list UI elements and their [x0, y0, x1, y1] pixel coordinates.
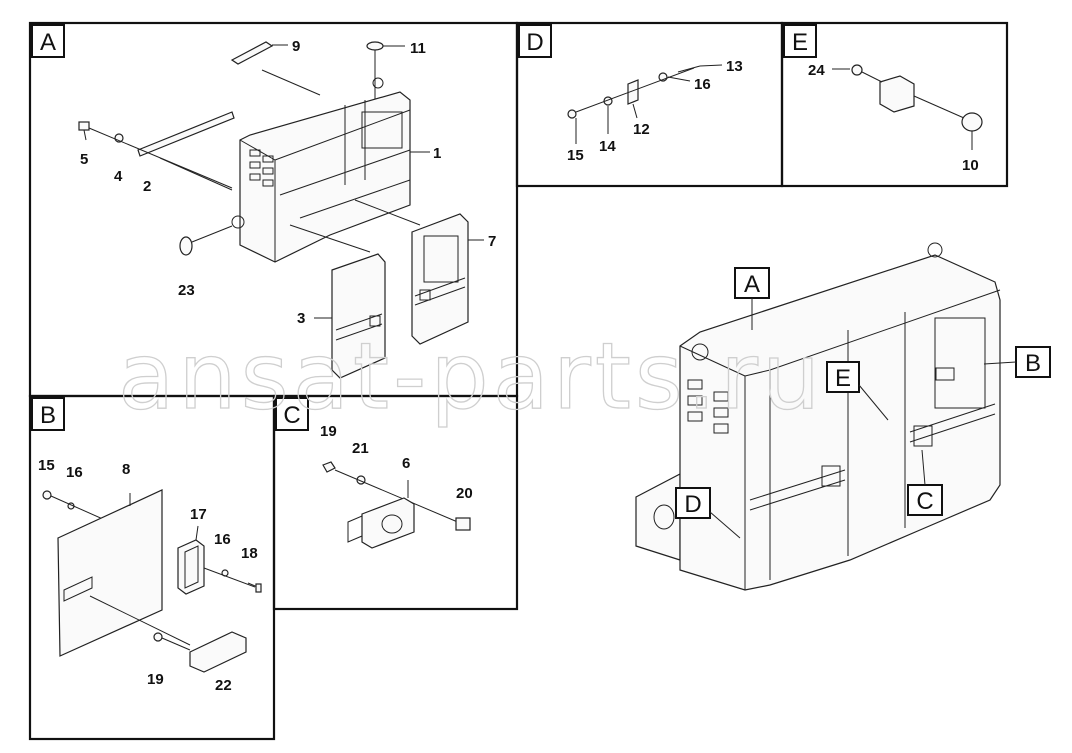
svg-text:22: 22 — [215, 677, 232, 694]
svg-text:A: A — [40, 29, 56, 56]
svg-text:11: 11 — [410, 40, 426, 57]
svg-text:18: 18 — [241, 545, 258, 562]
svg-text:23: 23 — [178, 282, 195, 299]
panel-d-drawing — [567, 64, 723, 144]
svg-text:16: 16 — [694, 76, 711, 93]
svg-text:C: C — [916, 488, 933, 515]
svg-text:6: 6 — [402, 455, 410, 472]
svg-text:A: A — [744, 271, 760, 298]
svg-text:D: D — [684, 491, 701, 518]
svg-text:16: 16 — [66, 464, 83, 481]
panel-c-callouts: 19 21 6 20 — [320, 423, 473, 502]
watermark: ansat-parts.ru — [118, 323, 824, 430]
svg-text:19: 19 — [320, 423, 337, 440]
panel-c-label: C — [275, 397, 309, 431]
svg-text:9: 9 — [292, 38, 300, 55]
panel-e-callouts: 24 10 — [808, 62, 979, 174]
overview-label-e: E — [826, 361, 889, 421]
panel-c-drawing — [322, 461, 471, 549]
svg-text:12: 12 — [633, 121, 650, 138]
svg-text:D: D — [526, 29, 543, 56]
overview-label-b: B — [983, 346, 1051, 378]
svg-text:E: E — [792, 29, 808, 56]
overview-label-d: D — [675, 487, 741, 539]
svg-text:B: B — [40, 402, 56, 429]
panel-d-callouts: 13 16 12 14 15 — [567, 58, 743, 164]
panel-d-label: D — [518, 24, 552, 58]
svg-text:8: 8 — [122, 461, 130, 478]
panel-e-drawing — [832, 64, 983, 150]
svg-text:15: 15 — [38, 457, 55, 474]
svg-text:10: 10 — [962, 157, 979, 174]
panel-b-label: B — [31, 397, 65, 431]
panel-e-label: E — [783, 24, 817, 58]
overview-label-c: C — [907, 449, 943, 516]
overview-label-a: A — [734, 267, 770, 330]
svg-text:5: 5 — [80, 151, 88, 168]
panel-a-callouts: 9 11 1 5 4 2 23 7 3 — [80, 38, 496, 327]
svg-text:1: 1 — [433, 145, 441, 162]
svg-text:16: 16 — [214, 531, 231, 548]
svg-text:20: 20 — [456, 485, 473, 502]
svg-text:14: 14 — [599, 138, 616, 155]
svg-text:2: 2 — [143, 178, 151, 195]
panel-d-frame — [515, 21, 784, 188]
svg-text:17: 17 — [190, 506, 207, 523]
svg-text:B: B — [1025, 350, 1041, 377]
svg-text:E: E — [835, 365, 851, 392]
svg-text:15: 15 — [567, 147, 584, 164]
svg-text:24: 24 — [808, 62, 825, 79]
svg-text:C: C — [283, 402, 300, 429]
svg-text:4: 4 — [114, 168, 123, 185]
panel-a-label: A — [31, 24, 65, 58]
svg-text:3: 3 — [297, 310, 305, 327]
svg-text:21: 21 — [352, 440, 369, 457]
svg-text:13: 13 — [726, 58, 743, 75]
panel-a-drawing — [78, 41, 484, 379]
panel-e-frame — [780, 21, 1009, 188]
svg-text:19: 19 — [147, 671, 164, 688]
panel-c-frame — [272, 394, 519, 611]
panel-b-callouts: 15 16 8 17 16 18 19 22 — [38, 457, 258, 694]
panel-b-drawing — [42, 489, 262, 673]
svg-text:7: 7 — [488, 233, 496, 250]
